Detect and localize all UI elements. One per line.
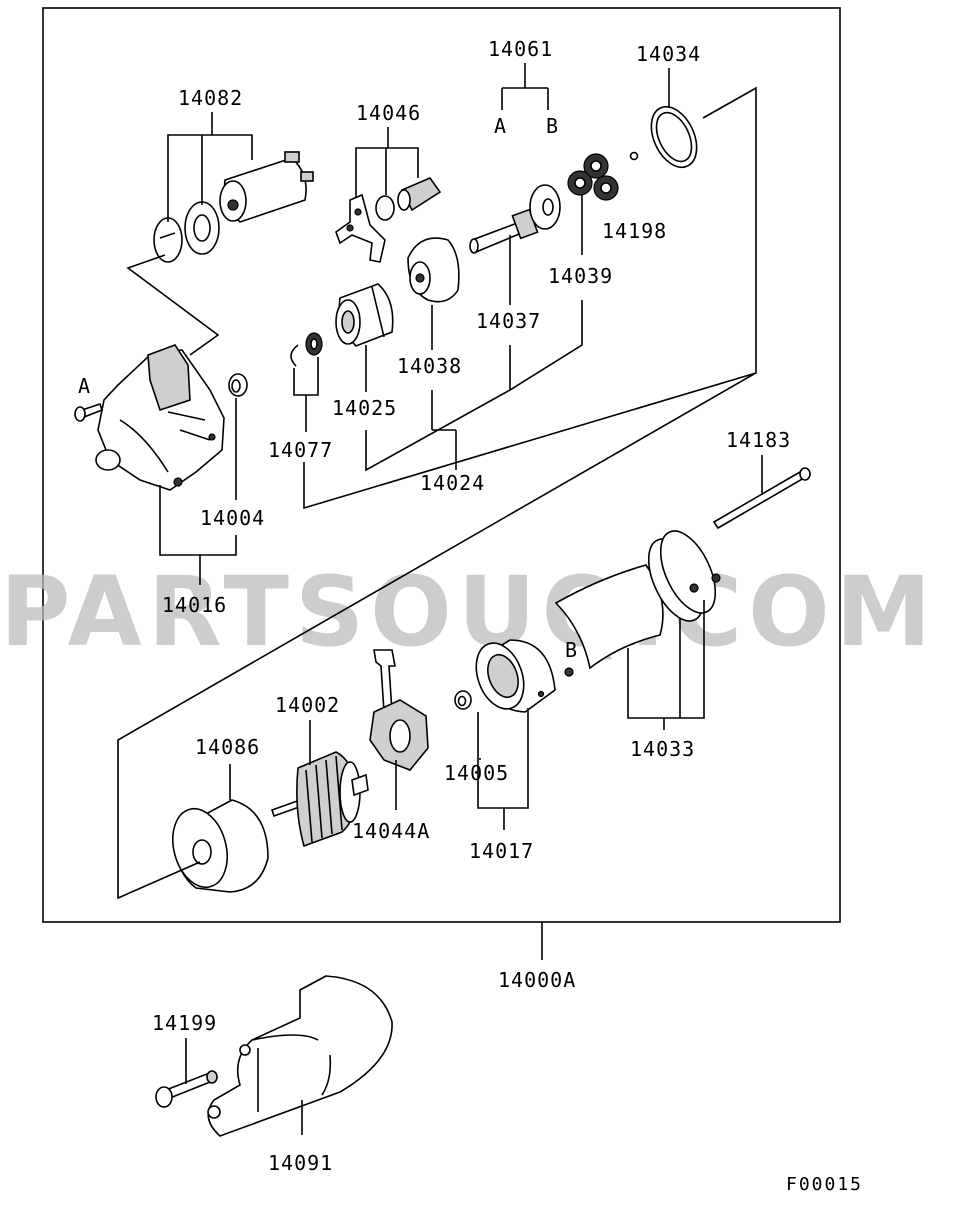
label-14198: 14198 (602, 219, 667, 243)
label-14038: 14038 (397, 354, 462, 378)
yoke-cover-14033[interactable] (554, 523, 727, 670)
label-14086: 14086 (195, 735, 260, 759)
yoke-14086[interactable] (165, 799, 269, 893)
label-14000a: 14000A (498, 968, 576, 992)
bearing-14005[interactable] (454, 690, 472, 710)
through-bolt-14183[interactable] (712, 467, 811, 530)
stop-ring (305, 332, 323, 356)
front-housing-14016[interactable] (95, 344, 225, 491)
armature-14002[interactable] (270, 751, 369, 848)
label-14004: 14004 (200, 506, 265, 530)
plate-ring (184, 201, 220, 255)
label-14017: 14017 (469, 839, 534, 863)
bolt-14199[interactable] (155, 1070, 218, 1108)
internal-gear-14034[interactable] (642, 100, 705, 175)
overrunning-clutch-14025[interactable] (335, 283, 394, 347)
label-14034: 14034 (636, 42, 701, 66)
label-14039: 14039 (548, 264, 613, 288)
screw-b[interactable] (564, 667, 574, 677)
gasket-plate (153, 217, 183, 263)
o-ring (375, 195, 395, 221)
label-14005: 14005 (444, 761, 509, 785)
solenoid-14082[interactable] (219, 151, 314, 223)
bushing-14004[interactable] (228, 373, 248, 397)
label-14025: 14025 (332, 396, 397, 420)
pinion-shaft-14037[interactable] (469, 184, 561, 254)
label-14033: 14033 (630, 737, 695, 761)
heat-shield-14091[interactable] (207, 975, 393, 1137)
spring-holder (397, 177, 442, 212)
label-14061: 14061 (488, 37, 553, 61)
label-14183: 14183 (726, 428, 791, 452)
planet-gears-14039[interactable] (567, 153, 619, 201)
label-14061-b: B (546, 114, 559, 138)
label-14091: 14091 (268, 1151, 333, 1175)
rear-bracket-14017[interactable] (468, 637, 556, 716)
snap-ring (290, 344, 299, 367)
bolt-a[interactable] (74, 402, 103, 422)
steel-ball-14198[interactable] (629, 151, 639, 161)
label-14199: 14199 (152, 1011, 217, 1035)
watermark: PARTSOUQ.COM (0, 556, 937, 668)
gear-housing-14038[interactable] (407, 237, 460, 303)
label-14061-a: A (494, 114, 507, 138)
label-14002: 14002 (275, 693, 340, 717)
label-14044a: 14044A (352, 819, 430, 843)
shift-lever-14046[interactable] (335, 193, 386, 263)
figure-code: F00015 (786, 1174, 863, 1195)
brush-holder-14044a[interactable] (369, 649, 429, 771)
label-14077: 14077 (268, 438, 333, 462)
label-14082: 14082 (178, 86, 243, 110)
marker-b: B (565, 638, 578, 662)
assembly-frame (42, 7, 841, 923)
label-14024: 14024 (420, 471, 485, 495)
label-14016: 14016 (162, 593, 227, 617)
label-14037: 14037 (476, 309, 541, 333)
marker-a: A (78, 374, 91, 398)
label-14046: 14046 (356, 101, 421, 125)
